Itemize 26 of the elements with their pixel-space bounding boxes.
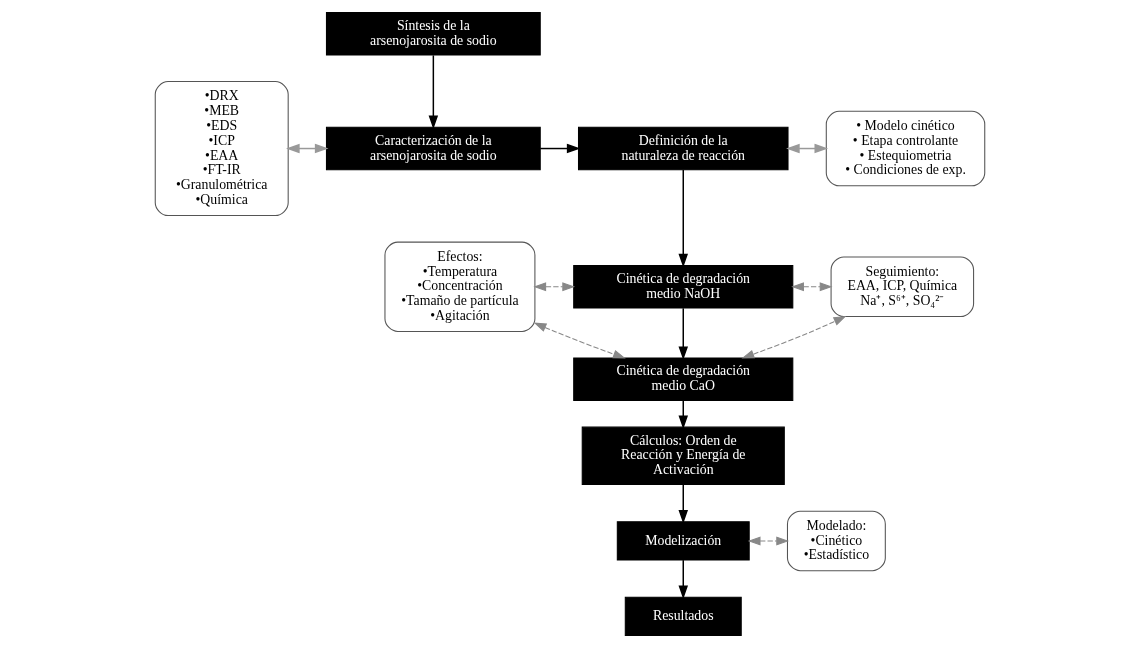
node-box: Seguimiento: EAA, ICP, Química Na⁺, S⁶⁺, SO₄²⁻ [830, 256, 975, 318]
arrow [741, 315, 847, 359]
node-box: Cinética de degradación medio NaOH [573, 265, 794, 309]
node-box: Resultados [624, 596, 742, 637]
node-box: • Modelo cinético • Etapa controlante • Estequiometria • Condiciones de exp. [825, 110, 986, 187]
arrow [786, 143, 829, 154]
node-box: Cálculos: Orden de Reacción y Energía de Activación [581, 426, 785, 486]
node-box: Modelización [616, 521, 750, 561]
arrow [286, 143, 329, 154]
arrow [533, 322, 626, 359]
node-box: Definición de la naturaleza de reacción [578, 126, 789, 171]
node-box: Síntesis de la arsenojarosita de sodio [325, 11, 541, 56]
node-box: •DRX •MEB •EDS •ICP •EAA •FT-IR •Granulométrica •Química [154, 81, 289, 217]
arrow [678, 559, 689, 600]
arrow [678, 169, 689, 268]
arrow [747, 536, 790, 546]
node-box: Modelado: •Cinético •Estadístico [786, 510, 886, 572]
arrow [533, 282, 576, 292]
node-box: Cinética de degradación medio CaO [573, 357, 794, 402]
arrow [791, 282, 833, 292]
node-box: Caracterización de la arsenojarosita de sodio [325, 126, 541, 171]
arrow [678, 307, 689, 361]
arrow [428, 54, 439, 130]
arrow [678, 484, 689, 524]
node-box: Efectos: •Temperatura •Concentración •Tamaño de partícula •Agitación [384, 241, 536, 332]
arrow [539, 143, 581, 154]
